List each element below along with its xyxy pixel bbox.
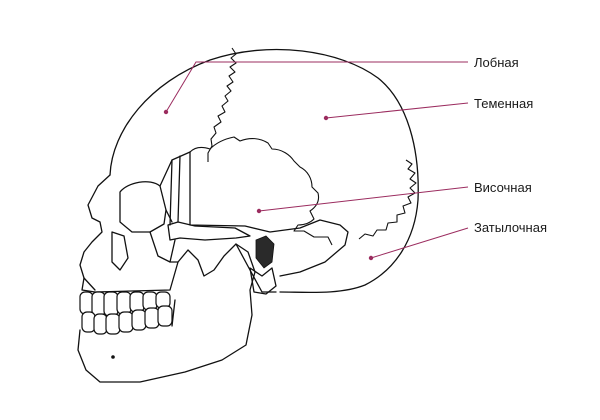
lower-teeth — [81, 305, 173, 335]
leader-dot-occipital — [368, 255, 374, 261]
temporal-lower-edge — [189, 151, 349, 277]
mandible — [77, 243, 256, 383]
leader-line-frontal — [165, 61, 468, 113]
bone-labels: Лобная Теменная Височная Затылочная — [474, 55, 547, 235]
squamosal-suture — [189, 136, 333, 246]
leader-lines — [163, 61, 469, 261]
label-occipital: Затылочная — [474, 220, 547, 235]
coronal-suture — [207, 47, 237, 162]
orbit-rim — [119, 181, 167, 233]
leader-line-temporal — [258, 186, 469, 212]
mastoid-process — [249, 267, 277, 295]
upper-teeth — [79, 291, 171, 317]
mental-foramen — [111, 355, 115, 359]
label-parietal: Теменная — [474, 96, 533, 111]
ear-canal — [255, 235, 275, 269]
label-temporal: Височная — [474, 180, 532, 195]
maxilla — [81, 261, 179, 293]
sphenoid-strip — [169, 155, 181, 226]
cranium-outline — [109, 48, 419, 294]
leader-dot-parietal — [323, 115, 329, 121]
leader-dot-frontal — [163, 109, 169, 115]
leader-line-occipital — [370, 227, 469, 259]
skull-illustration — [77, 47, 419, 383]
lambdoid-suture — [358, 159, 417, 240]
zygomatic-arch — [167, 221, 251, 241]
leader-line-parietal — [325, 102, 469, 119]
label-frontal: Лобная — [474, 55, 519, 70]
leader-dot-temporal — [256, 208, 262, 214]
nasal-cavity — [111, 231, 129, 271]
orbit-region — [79, 174, 111, 291]
